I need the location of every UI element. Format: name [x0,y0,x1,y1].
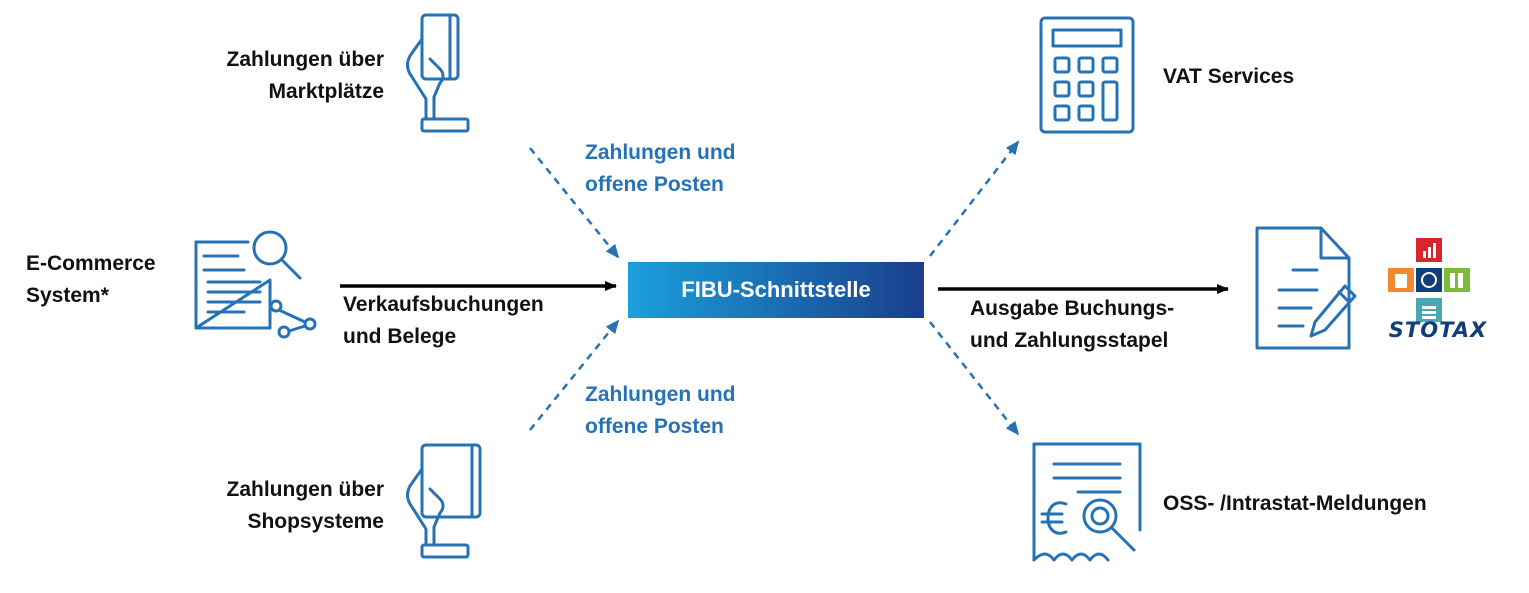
flow-output-label: Ausgabe Buchungs- und Zahlungsstapel [970,293,1174,357]
arrow-marketplaces-to-hub [529,147,620,259]
document-search-network-icon [194,230,317,339]
calculator-icon [1039,16,1135,134]
flow-top-label-line1: Zahlungen und [585,141,736,164]
arrow-shopsystems-to-hub [529,319,620,431]
shopsystems-label-line1: Zahlungen über [226,478,385,501]
arrow-hub-to-oss [929,321,1020,436]
stotax-wordmark: STOTAX [1388,318,1488,342]
hand-card-icon [406,13,470,133]
flow-middle-label: Verkaufsbuchungen und Belege [343,289,544,353]
flow-output-label-line2: und Zahlungsstapel [970,329,1169,352]
flow-bottom-label-line1: Zahlungen und [585,383,736,406]
flow-top-label-line2: offene Posten [585,173,724,196]
ecommerce-label-line1: E-Commerce [26,252,156,275]
marketplaces-label-line1: Zahlungen über [226,48,385,71]
marketplaces-label-line2: Marktplätze [268,80,384,103]
flow-bottom-label-line2: offene Posten [585,415,724,438]
ecommerce-label: E-Commerce System* [26,248,156,312]
hand-card-icon [406,443,482,559]
flow-middle-label-line1: Verkaufsbuchungen [343,293,544,316]
hub-label: FIBU-Schnittstelle [681,277,871,302]
stotax-green-tile [1444,268,1470,292]
oss-intrastat-label: OSS- /Intrastat-Meldungen [1163,492,1427,515]
arrow-hub-to-vat [929,140,1020,257]
document-pen-icon [1255,226,1357,350]
ecommerce-label-line2: System* [26,284,109,307]
euro-receipt-search-icon [1032,442,1142,562]
stotax-logo [1388,238,1470,322]
flow-middle-label-line2: und Belege [343,325,457,348]
flow-bottom-label: Zahlungen und offene Posten [585,379,735,443]
hub-box [628,262,924,318]
marketplaces-label: Zahlungen über Marktplätze [227,44,385,108]
shopsystems-label: Zahlungen über Shopsysteme [227,474,385,538]
stotax-navy-tile [1416,268,1442,292]
shopsystems-label-line2: Shopsysteme [247,510,384,533]
vat-services-label: VAT Services [1163,65,1295,88]
flow-output-label-line1: Ausgabe Buchungs- [970,297,1175,320]
flow-top-label: Zahlungen und offene Posten [585,137,735,201]
